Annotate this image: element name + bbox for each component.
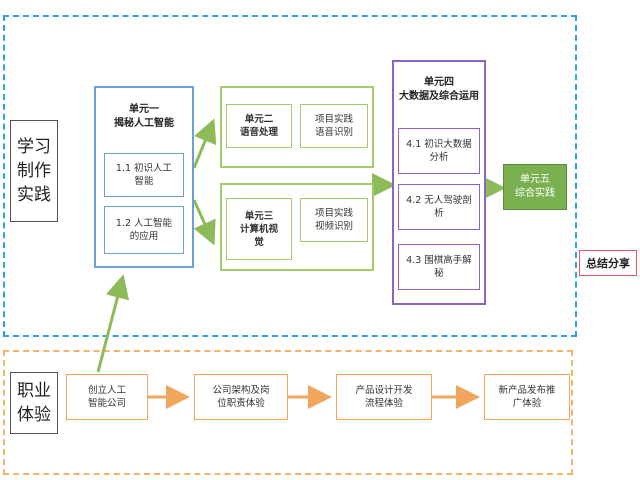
arrow-unit1-to-unit3 [192, 199, 216, 246]
unit2-title: 单元二 语音处理 [226, 104, 292, 148]
study-region [3, 15, 577, 337]
unit1-title: 单元一 揭秘人工智能 [114, 104, 174, 129]
unit5-box: 单元五 综合实践 [503, 164, 567, 210]
career-step-3: 产品设计开发 流程体验 [336, 374, 432, 420]
unit3-title: 单元三 计算机视 觉 [226, 198, 292, 260]
career-step-2: 公司架构及岗 位职责体验 [194, 374, 288, 420]
study-side-label: 学习 制作 实践 [10, 120, 58, 222]
summary-box: 总结分享 [579, 250, 637, 276]
career-step-1: 创立人工 智能公司 [66, 374, 148, 420]
unit4-item-1: 4.1 初识大数据 分析 [398, 128, 480, 174]
arrow-career-to-unit1 [96, 274, 130, 373]
career-step-4: 新产品发布推 广体验 [484, 374, 570, 420]
unit4-item-3: 4.3 围棋高手解 秘 [398, 244, 480, 290]
unit4-item-2: 4.2 无人驾驶剖 析 [398, 184, 480, 230]
unit1-item-2: 1.2 人工智能 的应用 [104, 206, 184, 254]
unit1-item-1: 1.1 初识人工 智能 [104, 153, 184, 197]
unit4-title: 单元四 大数据及综合运用 [399, 77, 479, 102]
career-side-label: 职业 体验 [10, 372, 58, 434]
career-region [3, 350, 573, 475]
arrow-unit1-to-unit2 [192, 118, 217, 169]
unit2-project: 项目实践 语音识别 [300, 104, 368, 148]
unit3-project: 项目实践 视频识别 [300, 198, 368, 242]
